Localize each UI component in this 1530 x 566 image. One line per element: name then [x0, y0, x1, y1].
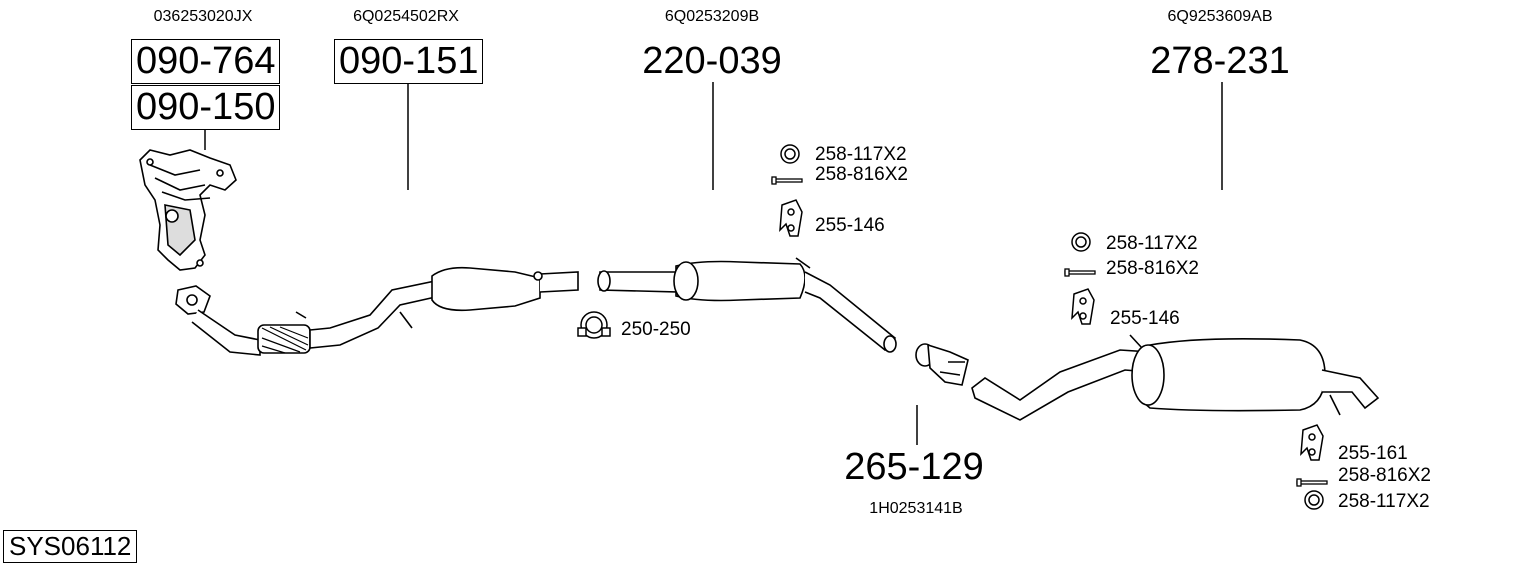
oem-number: 6Q0253209B — [664, 8, 760, 25]
part-number[interactable]: 090-764 — [131, 39, 281, 84]
accessory-label[interactable]: 258-816X2 — [1106, 258, 1199, 279]
accessory-label[interactable]: 255-146 — [1110, 308, 1180, 329]
hanger-icon — [779, 199, 803, 237]
manifold-icon — [139, 149, 237, 271]
part-number[interactable]: 265-129 — [844, 446, 984, 488]
accessory-label[interactable]: 258-816X2 — [1338, 465, 1431, 486]
system-code: SYS06112 — [3, 530, 138, 563]
bolt-icon — [1064, 268, 1096, 277]
oem-number: 036253020JX — [153, 8, 253, 25]
part-number[interactable]: 090-150 — [131, 85, 281, 130]
accessory-label[interactable]: 255-146 — [815, 215, 885, 236]
accessory-label[interactable]: 250-250 — [621, 319, 691, 340]
ring-icon — [1071, 232, 1091, 252]
rear-silencer-icon — [971, 334, 1380, 421]
clamp-icon — [577, 311, 611, 339]
hanger-icon — [1071, 288, 1095, 325]
accessory-label[interactable]: 258-816X2 — [815, 164, 908, 185]
ring-icon — [780, 144, 800, 164]
accessory-label[interactable]: 258-117X2 — [1338, 491, 1430, 512]
part-number[interactable]: 090-151 — [334, 39, 484, 84]
accessory-label[interactable]: 258-117X2 — [815, 144, 907, 165]
bolt-icon — [771, 176, 803, 185]
bolt-icon — [1296, 478, 1328, 487]
oem-number: 6Q0254502RX — [353, 8, 459, 25]
oem-number: 6Q9253609AB — [1167, 8, 1273, 25]
hanger-icon — [1300, 424, 1324, 461]
oem-number: 1H0253141B — [869, 500, 963, 517]
ring-icon — [1304, 490, 1324, 510]
part-number[interactable]: 220-039 — [642, 40, 782, 82]
accessory-label[interactable]: 258-117X2 — [1106, 233, 1198, 254]
middle-silencer-icon — [597, 257, 897, 353]
front-pipe-icon — [175, 266, 579, 356]
accessory-label[interactable]: 255-161 — [1338, 443, 1408, 464]
part-number[interactable]: 278-231 — [1150, 40, 1290, 82]
connector-icon — [915, 343, 969, 386]
